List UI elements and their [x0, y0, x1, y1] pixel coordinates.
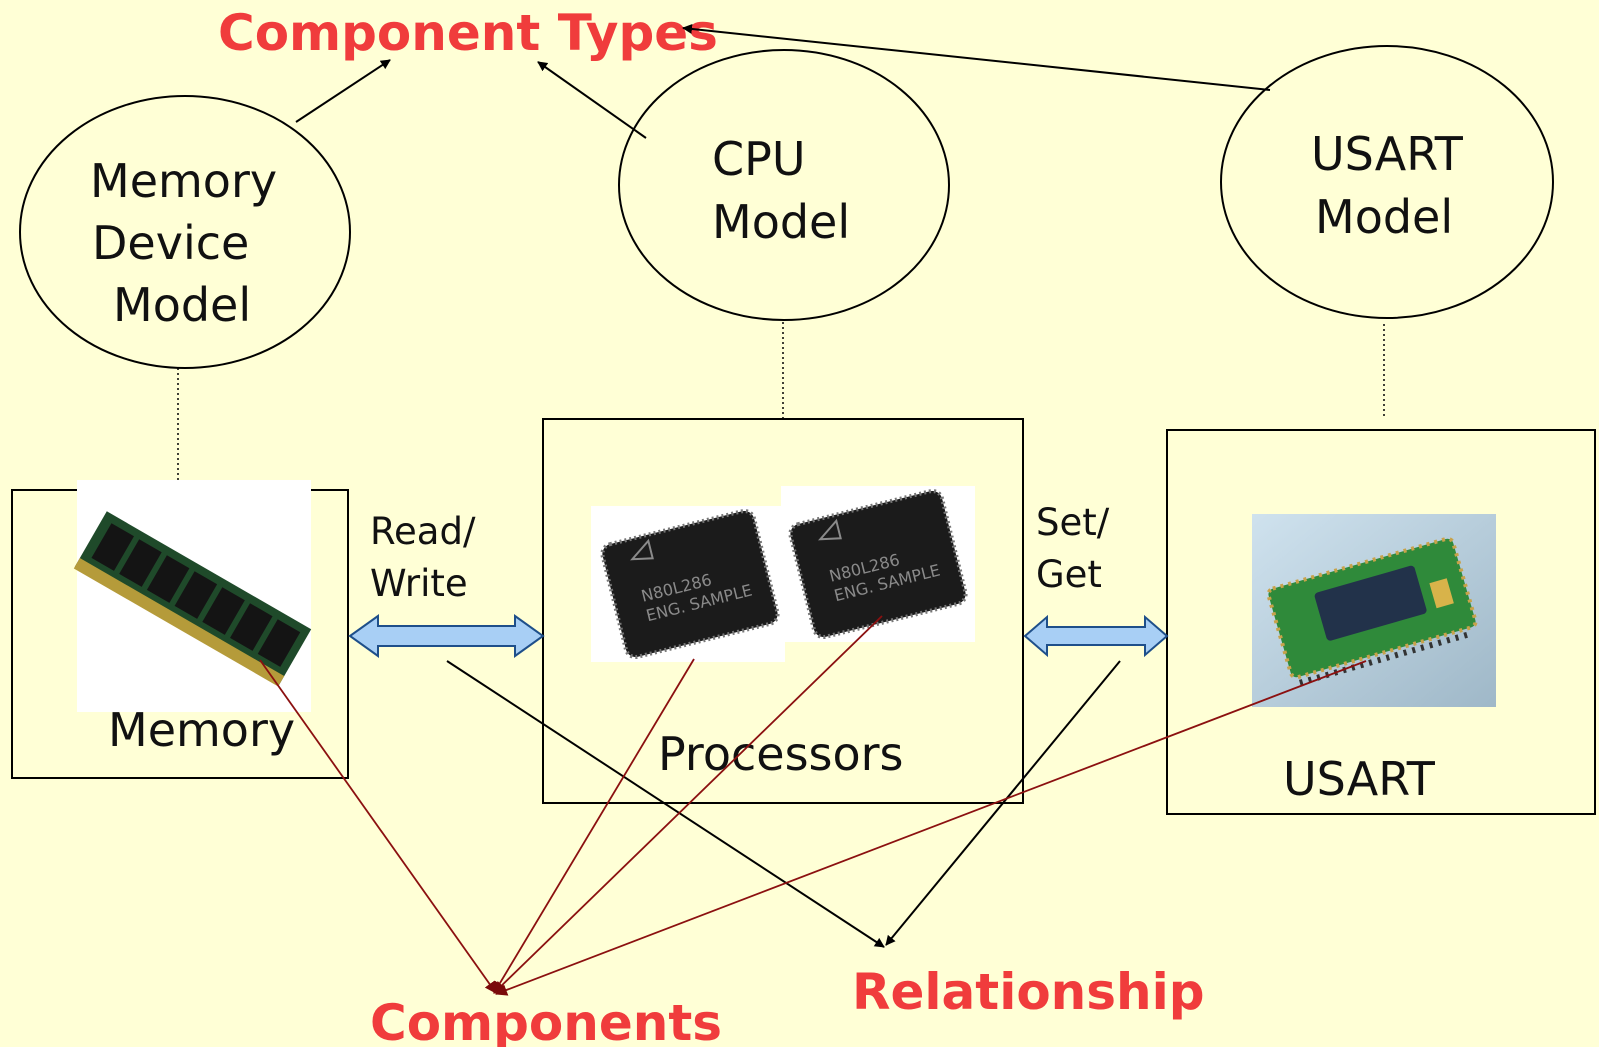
- read-write-to-relationship: [446, 660, 885, 948]
- memory-box: Memory: [11, 480, 349, 779]
- read-write-label-line2: Write: [370, 562, 468, 605]
- memory-module-image: [73, 480, 312, 712]
- usart-model: USART Model: [1220, 45, 1554, 319]
- instance-lines: [177, 322, 1385, 484]
- memory-model-line2: Device: [92, 216, 249, 270]
- type-arrows: [295, 23, 1271, 139]
- set-get-label-line2: Get: [1036, 553, 1102, 596]
- set-get-label-line1: Set/: [1036, 501, 1110, 544]
- processors-box-label: Processors: [658, 727, 904, 781]
- usart-to-types-arrow: [682, 23, 1271, 91]
- usart-model-line2: Model: [1315, 190, 1453, 244]
- read-write-arrow: [348, 614, 545, 658]
- memory-model-line3: Model: [113, 278, 251, 332]
- usart-to-components: [495, 660, 1367, 996]
- relationship-label: Relationship: [852, 963, 1205, 1021]
- processor-chip-image-2: N80L286 ENG. SAMPLE: [781, 486, 975, 642]
- memory-device-model: Memory Device Model: [19, 95, 351, 369]
- usart-box-label: USART: [1283, 752, 1436, 806]
- memory-model-line1: Memory: [90, 154, 277, 208]
- memory-model-ellipse: [19, 95, 351, 369]
- cpu-to-types-arrow: [537, 61, 647, 139]
- usart-model-line1: USART: [1311, 127, 1464, 181]
- chip2-to-components: [493, 615, 883, 994]
- memory-to-components: [259, 659, 497, 994]
- relationship-pointers: [446, 660, 1121, 948]
- component-types-label: Component Types: [218, 4, 718, 62]
- cpu-model: CPU Model: [618, 49, 950, 321]
- usart-box: USART: [1166, 429, 1596, 815]
- cpu-model-line1: CPU: [712, 132, 806, 186]
- read-write-label-line1: Read/: [370, 510, 476, 553]
- cpu-model-ellipse: [618, 49, 950, 321]
- chip1-to-components: [493, 658, 695, 994]
- memory-box-label: Memory: [108, 703, 295, 757]
- usart-board-image: [1252, 514, 1496, 707]
- component-pointers: [259, 615, 1367, 996]
- components-label: Components: [370, 994, 722, 1047]
- cpu-model-line2: Model: [712, 195, 850, 249]
- memory-to-types-arrow: [295, 59, 391, 123]
- usart-model-ellipse: [1220, 45, 1554, 319]
- processor-chip-image-1: N80L286 ENG. SAMPLE: [591, 506, 785, 662]
- processors-box: N80L286 ENG. SAMPLE N80L286 ENG. SAMPLE …: [542, 418, 1024, 804]
- set-get-arrow: [1023, 614, 1169, 658]
- set-get-to-relationship: [885, 660, 1121, 946]
